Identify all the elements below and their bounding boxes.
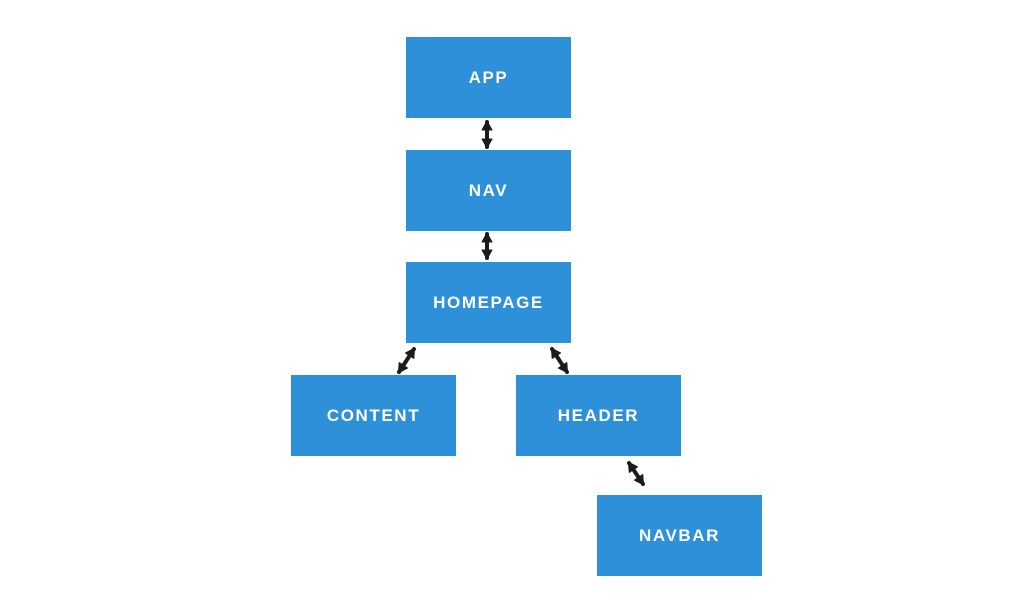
edge-homepage-header	[550, 347, 569, 374]
node-homepage-label: HOMEPAGE	[433, 292, 544, 312]
node-header: HEADER	[516, 375, 681, 456]
edge-homepage-content	[397, 347, 416, 374]
node-content-label: CONTENT	[326, 405, 421, 425]
node-app-label: APP	[468, 67, 509, 87]
node-nav: NAV	[406, 150, 571, 231]
node-navbar: NAVBAR	[597, 495, 762, 576]
node-content: CONTENT	[291, 375, 456, 456]
edge-header-navbar	[627, 461, 645, 486]
node-header-label: HEADER	[557, 405, 640, 425]
node-homepage: HOMEPAGE	[406, 262, 571, 343]
node-navbar-label: NAVBAR	[638, 525, 721, 545]
node-nav-label: NAV	[468, 180, 509, 200]
node-app: APP	[406, 37, 571, 118]
